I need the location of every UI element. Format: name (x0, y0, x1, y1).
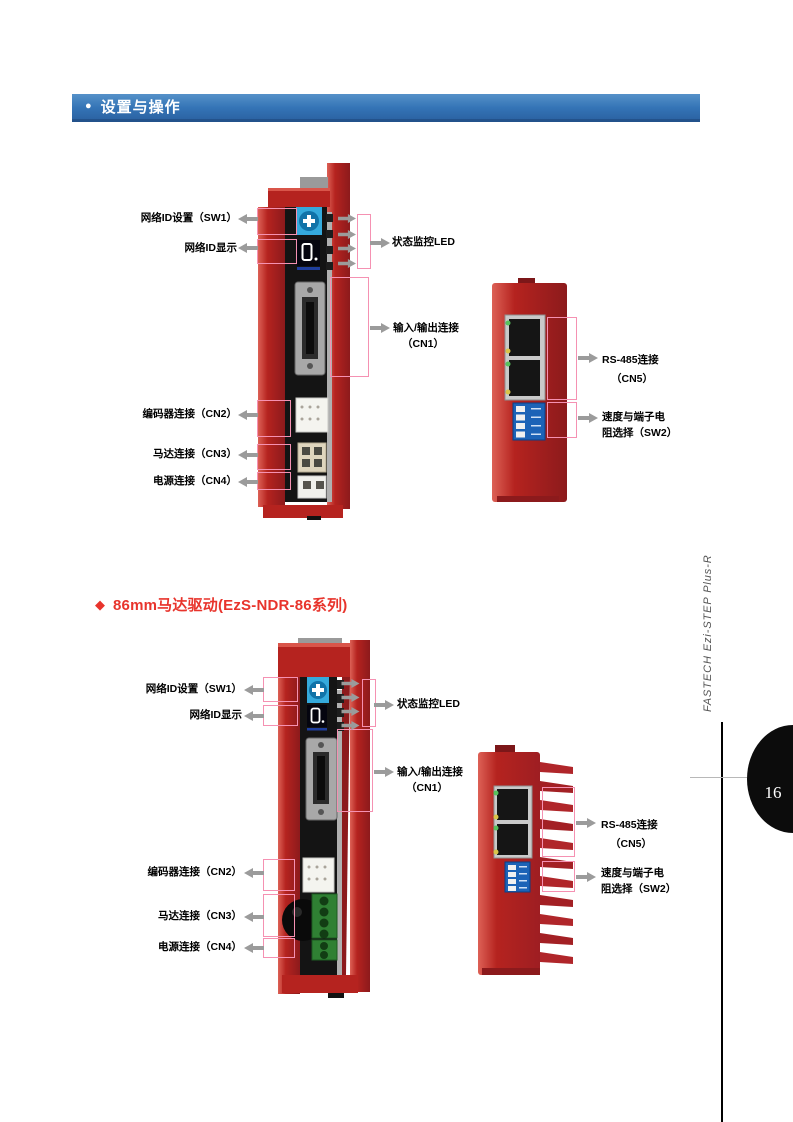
bullet-circle-icon: ● (85, 100, 92, 112)
driver-86mm-front-photo (478, 745, 573, 975)
label-speed-termination: 速度与端子电 阻选择（SW2） (602, 410, 677, 441)
label-line: （CN5） (611, 373, 654, 385)
label-rs485-connection: RS-485连接 （CN5） (601, 816, 658, 854)
label-encoder-connection: 编码器连接（CN2） (142, 408, 237, 420)
arrow-right-icon (338, 214, 356, 223)
arrow-left-icon (238, 410, 258, 420)
label-io-connection: 输入/输出连接 （CN1） (397, 764, 463, 796)
label-status-led: 状态监控LED (397, 698, 460, 710)
page-title: 设置与操作 (100, 99, 181, 116)
callout-box (337, 729, 373, 812)
arrow-right-icon (341, 721, 360, 730)
arrow-right-icon (576, 818, 596, 828)
arrow-right-icon (338, 230, 356, 239)
arrow-right-icon (338, 259, 356, 268)
arrow-right-icon (374, 767, 394, 777)
arrow-right-icon (341, 707, 360, 716)
label-line: （CN1） (402, 338, 445, 350)
arrow-left-icon (238, 477, 258, 487)
callout-box (263, 894, 295, 937)
arrow-right-icon (374, 700, 394, 710)
label-line: （CN5） (610, 838, 653, 850)
label-rs485-connection: RS-485连接 （CN5） (602, 351, 659, 389)
label-network-id-display: 网络ID显示 (184, 242, 238, 254)
callout-box (330, 277, 369, 377)
margin-horizontal-rule (690, 777, 747, 778)
arrow-left-icon (244, 868, 264, 878)
label-line: 输入/输出连接 (397, 766, 463, 778)
label-network-id-setting: 网络ID设置（SW1） (140, 212, 237, 224)
callout-box (257, 472, 291, 490)
arrow-right-icon (341, 679, 360, 688)
arrow-left-icon (244, 912, 264, 922)
arrow-left-icon (244, 943, 264, 953)
label-line: 阻选择（SW2） (602, 426, 678, 439)
label-network-id-display: 网络ID显示 (189, 709, 243, 721)
arrow-right-icon (370, 238, 390, 248)
arrow-right-icon (341, 693, 360, 702)
section-heading: ◆ 86mm马达驱动(EzS-NDR-86系列) (95, 594, 347, 615)
label-line: 速度与端子电 (601, 867, 664, 879)
callout-box (257, 400, 291, 437)
arrow-left-icon (238, 450, 258, 460)
label-status-led: 状态监控LED (392, 236, 455, 248)
label-motor-connection: 马达连接（CN3） (157, 910, 242, 922)
label-power-connection: 电源连接（CN4） (152, 475, 237, 487)
label-line: 输入/输出连接 (393, 322, 459, 334)
callout-box (257, 239, 297, 264)
arrow-right-icon (578, 413, 598, 423)
callout-box (542, 787, 575, 857)
label-line: RS-485连接 (602, 354, 659, 366)
arrow-left-icon (238, 243, 258, 253)
callout-box (257, 208, 297, 235)
arrow-left-icon (244, 685, 264, 695)
label-motor-connection: 马达连接（CN3） (152, 448, 237, 460)
arrow-right-icon (338, 244, 356, 253)
driver-front-photo (492, 278, 567, 502)
label-io-connection: 输入/输出连接 （CN1） (393, 320, 459, 352)
side-brand-text: FASTECH Ezi-STEP Plus-R (702, 554, 714, 712)
diamond-bullet-icon: ◆ (95, 596, 105, 612)
callout-box (263, 938, 295, 958)
page-number-ellipse (747, 725, 793, 833)
section-header-bar: ● 设置与操作 (72, 94, 700, 122)
label-encoder-connection: 编码器连接（CN2） (147, 866, 242, 878)
callout-box (547, 317, 577, 400)
callout-box (542, 861, 575, 892)
margin-vertical-rule (721, 722, 723, 1122)
arrow-right-icon (576, 872, 596, 882)
callout-box (263, 705, 298, 726)
label-line: 阻选择（SW2） (601, 882, 677, 895)
arrow-right-icon (370, 323, 390, 333)
callout-box (357, 214, 371, 269)
arrow-right-icon (578, 353, 598, 363)
label-line: RS-485连接 (601, 819, 658, 831)
driver-side-photo (258, 163, 350, 520)
arrow-left-icon (238, 214, 258, 224)
callout-box (257, 444, 291, 470)
label-power-connection: 电源连接（CN4） (157, 941, 242, 953)
callout-box (263, 859, 295, 891)
section-heading-text: 86mm马达驱动(EzS-NDR-86系列) (113, 597, 348, 614)
label-speed-termination: 速度与端子电 阻选择（SW2） (601, 866, 676, 897)
arrow-left-icon (244, 711, 264, 721)
page-number: 16 (764, 783, 782, 802)
label-line: （CN1） (406, 782, 449, 794)
label-network-id-setting: 网络ID设置（SW1） (145, 683, 242, 695)
callout-box (263, 677, 298, 702)
callout-box (547, 402, 577, 438)
label-line: 速度与端子电 (602, 411, 665, 423)
